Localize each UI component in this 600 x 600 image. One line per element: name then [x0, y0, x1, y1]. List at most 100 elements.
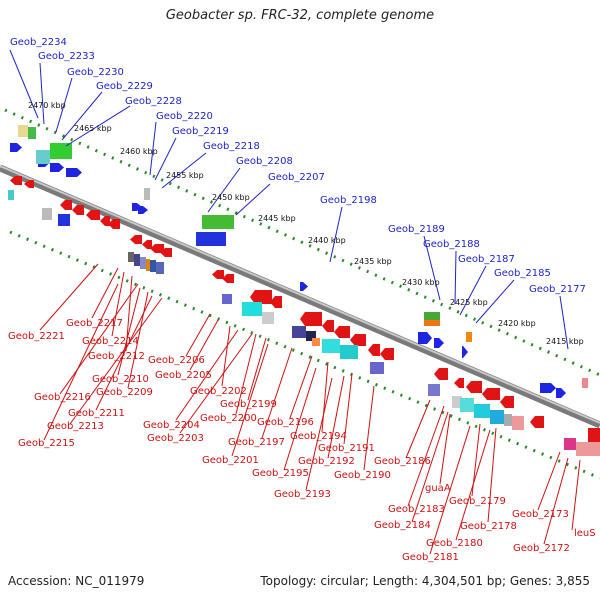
gene-feature[interactable]: [490, 410, 504, 424]
gene-feature[interactable]: [466, 332, 472, 342]
reverse-gene-arrow[interactable]: [454, 378, 464, 388]
gene-feature[interactable]: [424, 320, 440, 326]
gene-feature[interactable]: [340, 345, 358, 359]
gene-label-bottom[interactable]: Geob_2173: [512, 509, 569, 520]
gene-feature[interactable]: [474, 404, 490, 418]
gene-label-top[interactable]: Geob_2188: [423, 239, 480, 250]
reverse-gene-arrow[interactable]: [142, 240, 152, 249]
reverse-gene-arrow[interactable]: [150, 244, 164, 253]
gene-label-bottom[interactable]: Geob_2205: [155, 370, 212, 381]
gene-feature[interactable]: [588, 428, 600, 442]
gene-feature[interactable]: [370, 362, 384, 374]
gene-label-top[interactable]: Geob_2177: [529, 284, 586, 295]
gene-label-top[interactable]: Geob_2228: [125, 96, 182, 107]
gene-feature[interactable]: [322, 339, 340, 353]
reverse-gene-arrow[interactable]: [530, 416, 544, 428]
gene-label-bottom[interactable]: Geob_2194: [290, 431, 347, 442]
forward-gene-arrow[interactable]: [434, 338, 444, 348]
gene-feature[interactable]: [504, 414, 512, 426]
gene-feature[interactable]: [424, 312, 440, 320]
gene-feature[interactable]: [452, 396, 462, 408]
reverse-gene-arrow[interactable]: [270, 296, 282, 308]
gene-feature[interactable]: [42, 208, 52, 220]
gene-label-bottom[interactable]: Geob_2215: [18, 438, 75, 449]
reverse-gene-arrow[interactable]: [250, 290, 272, 304]
reverse-gene-arrow[interactable]: [72, 205, 84, 215]
gene-label-top[interactable]: Geob_2219: [172, 126, 229, 137]
forward-gene-arrow[interactable]: [418, 332, 432, 344]
gene-label-bottom[interactable]: Geob_2196: [257, 417, 314, 428]
reverse-gene-arrow[interactable]: [334, 326, 350, 338]
gene-feature[interactable]: [36, 150, 50, 164]
forward-gene-arrow[interactable]: [540, 383, 556, 393]
gene-label-bottom[interactable]: Geob_2199: [220, 399, 277, 410]
gene-label-bottom[interactable]: Geob_2172: [513, 543, 570, 554]
forward-gene-arrow[interactable]: [300, 282, 308, 291]
forward-gene-arrow[interactable]: [138, 206, 148, 214]
reverse-gene-arrow[interactable]: [222, 274, 234, 283]
gene-feature[interactable]: [222, 294, 232, 304]
gene-feature[interactable]: [146, 259, 150, 271]
gene-label-bottom[interactable]: Geob_2217: [66, 318, 123, 329]
gene-feature[interactable]: [58, 214, 70, 226]
forward-gene-arrow[interactable]: [66, 168, 82, 177]
gene-label-bottom[interactable]: Geob_2216: [34, 392, 91, 403]
gene-feature[interactable]: [50, 143, 72, 159]
gene-label-bottom[interactable]: Geob_2193: [274, 489, 331, 500]
gene-feature[interactable]: [564, 438, 576, 450]
gene-feature[interactable]: [242, 302, 262, 316]
gene-label-top[interactable]: Geob_2229: [96, 81, 153, 92]
gene-label-bottom[interactable]: Geob_2195: [252, 468, 309, 479]
gene-feature[interactable]: [134, 254, 140, 266]
reverse-gene-arrow[interactable]: [212, 270, 224, 279]
reverse-gene-arrow[interactable]: [500, 396, 514, 408]
gene-label-bottom[interactable]: Geob_2211: [68, 408, 125, 419]
gene-label-bottom[interactable]: Geob_2209: [96, 387, 153, 398]
forward-gene-arrow[interactable]: [50, 163, 64, 172]
gene-label-bottom[interactable]: Geob_2197: [228, 437, 285, 448]
gene-feature[interactable]: [582, 378, 588, 388]
gene-feature[interactable]: [428, 384, 440, 396]
gene-label-bottom[interactable]: Geob_2210: [92, 374, 149, 385]
reverse-gene-arrow[interactable]: [368, 344, 380, 356]
gene-label-bottom[interactable]: Geob_2203: [147, 433, 204, 444]
gene-feature[interactable]: [144, 188, 150, 200]
gene-label-bottom[interactable]: Geob_2214: [82, 336, 139, 347]
gene-label-bottom[interactable]: Geob_2201: [202, 455, 259, 466]
gene-label-bottom[interactable]: Geob_2180: [426, 538, 483, 549]
gene-label-bottom[interactable]: Geob_2192: [298, 456, 355, 467]
reverse-gene-arrow[interactable]: [10, 176, 22, 185]
gene-label-bottom[interactable]: Geob_2221: [8, 331, 65, 342]
reverse-gene-arrow[interactable]: [130, 235, 142, 244]
gene-label-bottom[interactable]: Geob_2183: [388, 504, 445, 515]
reverse-gene-arrow[interactable]: [100, 216, 110, 226]
reverse-gene-arrow[interactable]: [300, 312, 322, 326]
gene-label-bottom[interactable]: Geob_2204: [143, 420, 200, 431]
reverse-gene-arrow[interactable]: [60, 200, 72, 210]
gene-label-top[interactable]: Geob_2233: [38, 51, 95, 62]
gene-feature[interactable]: [512, 416, 524, 430]
gene-label-top[interactable]: Geob_2208: [236, 156, 293, 167]
gene-label-bottom[interactable]: leuS: [574, 528, 596, 539]
reverse-gene-arrow[interactable]: [160, 248, 172, 257]
gene-label-bottom[interactable]: Geob_2190: [334, 470, 391, 481]
gene-feature[interactable]: [262, 312, 274, 324]
gene-feature[interactable]: [18, 125, 28, 137]
gene-label-top[interactable]: Geob_2234: [10, 37, 67, 48]
gene-label-top[interactable]: Geob_2198: [320, 195, 377, 206]
reverse-gene-arrow[interactable]: [350, 334, 366, 346]
gene-feature[interactable]: [150, 260, 156, 272]
reverse-gene-arrow[interactable]: [322, 320, 334, 332]
gene-label-bottom[interactable]: Geob_2179: [449, 496, 506, 507]
gene-label-bottom[interactable]: Geob_2191: [318, 443, 375, 454]
reverse-gene-arrow[interactable]: [108, 219, 120, 229]
gene-feature[interactable]: [460, 398, 474, 412]
gene-label-top[interactable]: Geob_2220: [156, 111, 213, 122]
gene-feature[interactable]: [156, 262, 164, 274]
gene-feature[interactable]: [140, 257, 146, 269]
reverse-gene-arrow[interactable]: [86, 210, 100, 220]
gene-label-top[interactable]: Geob_2187: [458, 254, 515, 265]
gene-label-bottom[interactable]: Geob_2184: [374, 520, 431, 531]
forward-gene-arrow[interactable]: [462, 346, 468, 358]
gene-label-bottom[interactable]: Geob_2202: [190, 386, 247, 397]
